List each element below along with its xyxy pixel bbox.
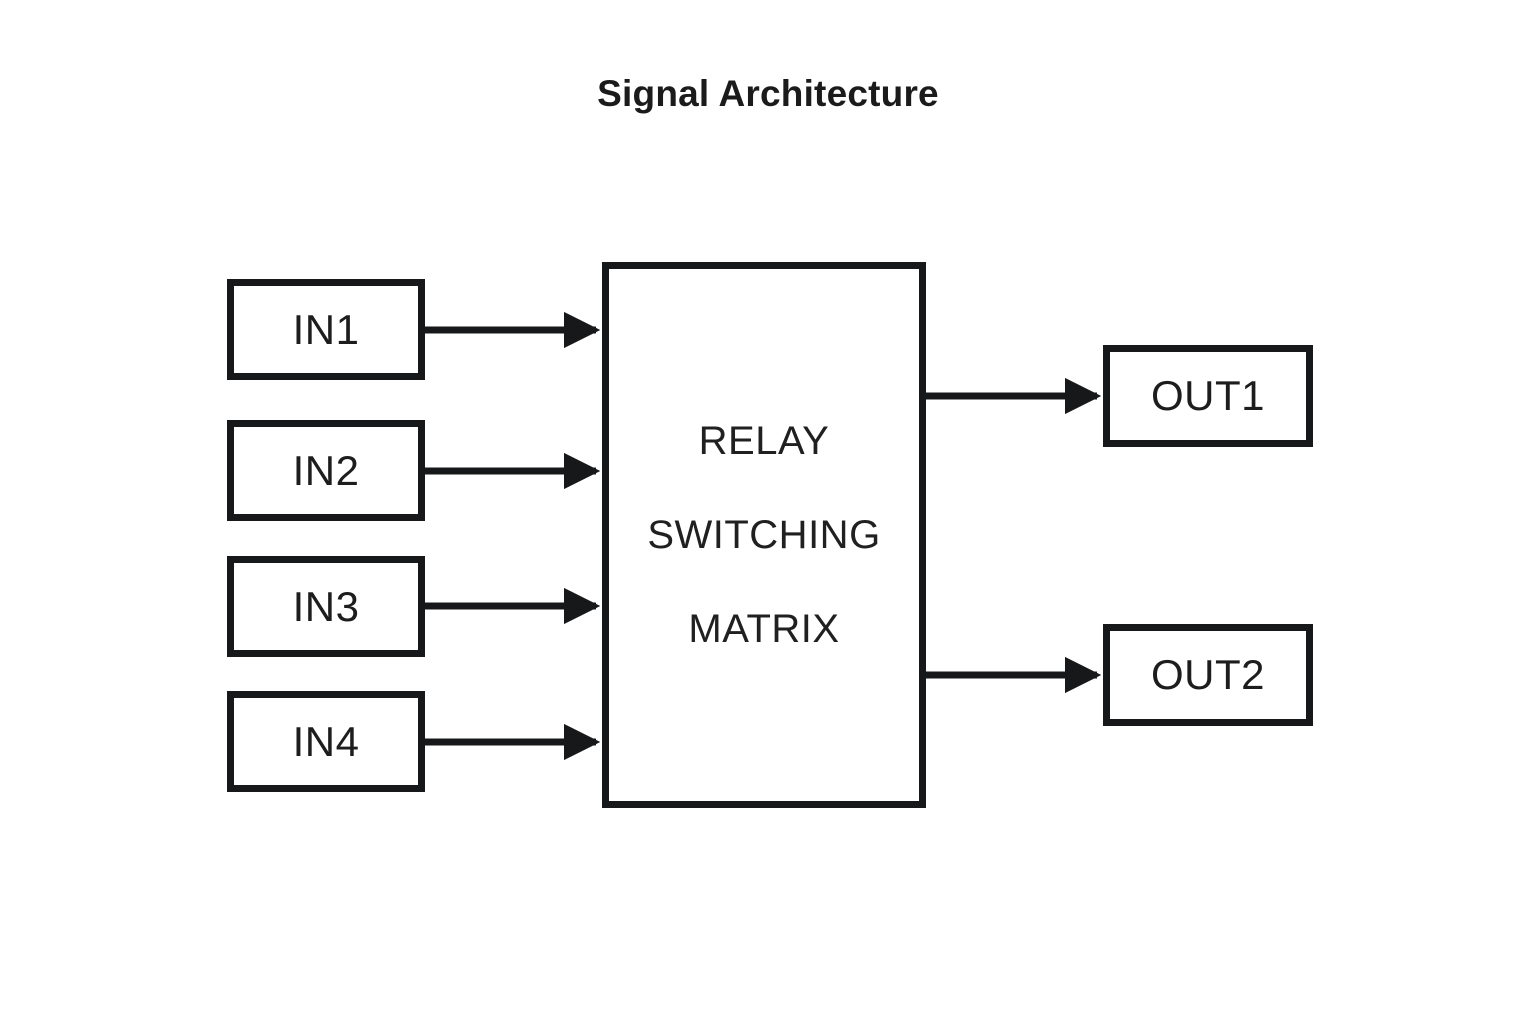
node-in3-label: IN3 bbox=[292, 582, 360, 630]
node-in1-label: IN1 bbox=[292, 305, 360, 353]
node-in4[interactable]: IN4 bbox=[227, 691, 425, 792]
node-in3[interactable]: IN3 bbox=[227, 556, 425, 657]
node-out1[interactable]: OUT1 bbox=[1103, 345, 1313, 447]
node-matrix-line-2: SWITCHING bbox=[647, 513, 881, 557]
node-out2[interactable]: OUT2 bbox=[1103, 624, 1313, 726]
node-in2[interactable]: IN2 bbox=[227, 420, 425, 521]
node-matrix-line-3: MATRIX bbox=[688, 607, 840, 651]
node-out2-label: OUT2 bbox=[1150, 651, 1265, 698]
node-matrix-line-1: RELAY bbox=[698, 419, 830, 463]
node-in4-label: IN4 bbox=[292, 717, 360, 765]
node-in1[interactable]: IN1 bbox=[227, 279, 425, 380]
node-in2-label: IN2 bbox=[292, 446, 360, 494]
node-relay-switching-matrix[interactable]: RELAY SWITCHING MATRIX bbox=[602, 262, 926, 808]
page-title: Signal Architecture bbox=[597, 73, 939, 114]
node-out1-label: OUT1 bbox=[1150, 372, 1265, 419]
